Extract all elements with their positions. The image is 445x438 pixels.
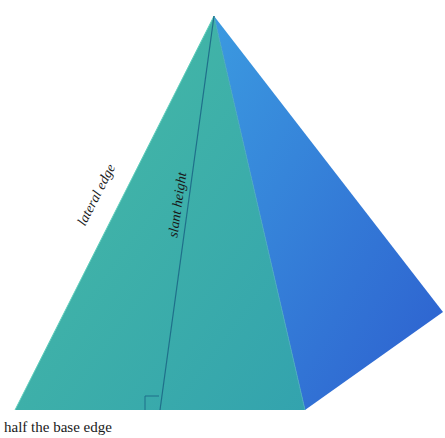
lateral-edge-line bbox=[15, 16, 214, 410]
edge-label: half the base edge bbox=[4, 420, 112, 435]
slant-height-line bbox=[160, 16, 214, 410]
front-face bbox=[15, 16, 305, 410]
front-edge-line bbox=[214, 16, 305, 410]
right-angle-mark bbox=[145, 396, 159, 410]
